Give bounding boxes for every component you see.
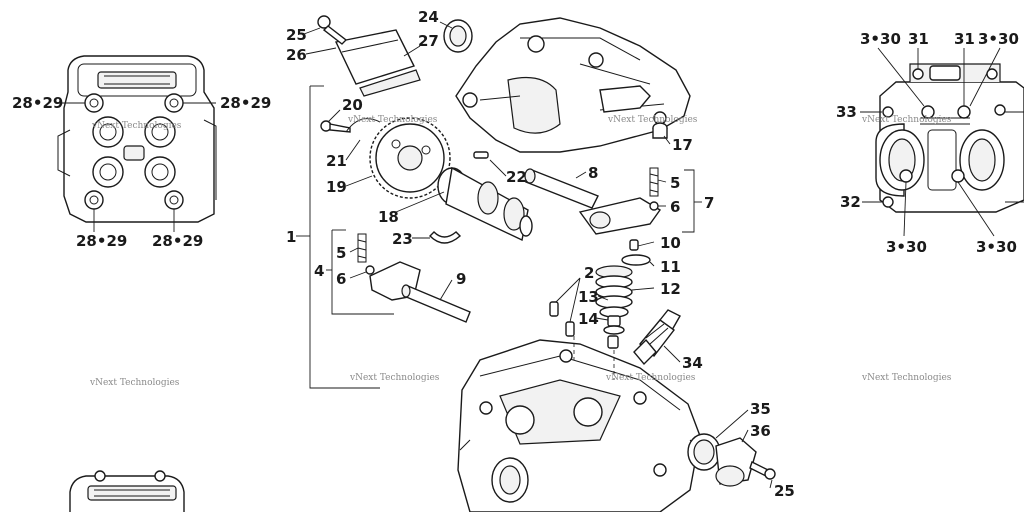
label-31-a: 31 [908, 30, 929, 48]
label-36: 36 [750, 422, 771, 440]
label-2: 2 [584, 264, 594, 282]
callout-group-top-right: 3•30 31 31 3•30 33 32 3•30 3•30 [836, 30, 1024, 256]
label-3-30-a: 3•30 [860, 30, 901, 48]
watermark-3: vNext Technologies [347, 115, 438, 125]
watermark-8: vNext Technologies [861, 373, 952, 383]
watermark-7: vNext Technologies [861, 115, 952, 125]
label-13: 13 [578, 288, 599, 306]
label-28-29-b: 28•29 [220, 94, 271, 112]
valve-cover-housing [455, 17, 691, 153]
label-3-30-d: 3•30 [976, 238, 1017, 256]
label-12: 12 [660, 280, 681, 298]
label-31-b: 31 [954, 30, 975, 48]
label-3-30-b: 3•30 [978, 30, 1019, 48]
label-4: 4 [314, 262, 324, 280]
intake-gasket-35 [687, 433, 721, 471]
label-10: 10 [660, 234, 681, 252]
label-33: 33 [836, 103, 857, 121]
rocker-arm-exhaust [578, 167, 662, 235]
cylinder-head [457, 336, 701, 512]
label-28-29-a: 28•29 [12, 94, 63, 112]
label-6-exhaust: 6 [670, 198, 680, 216]
watermark-1: vNext Technologies [91, 121, 182, 131]
rocker-shaft-9 [401, 284, 471, 323]
valve-train-stack [595, 239, 651, 349]
plug-17 [652, 122, 668, 139]
label-35: 35 [750, 400, 771, 418]
label-5-exhaust: 5 [670, 174, 680, 192]
label-7: 7 [704, 194, 714, 212]
label-25-lower: 25 [774, 482, 795, 500]
label-17: 17 [672, 136, 693, 154]
center-callout-labels: 25 26 24 27 20 21 19 22 18 23 8 5 6 7 1 … [286, 8, 795, 500]
cam-sprocket-19 [369, 117, 451, 199]
watermark-5: vNext Technologies [607, 115, 698, 125]
callout-group-top-left: 28•29 28•29 28•29 28•29 [12, 94, 271, 250]
label-24: 24 [418, 8, 439, 26]
label-27: 27 [418, 32, 439, 50]
c-ring-23 [429, 231, 462, 244]
label-20: 20 [342, 96, 363, 114]
label-11: 11 [660, 258, 681, 276]
label-26: 26 [286, 46, 307, 64]
watermark-6: vNext Technologies [605, 373, 696, 383]
head-partial-view-bottom-left [69, 470, 185, 512]
label-22: 22 [506, 168, 527, 186]
valve-cover-top-view-right [875, 63, 1024, 213]
bolt-20 [320, 118, 381, 133]
label-28-29-c: 28•29 [76, 232, 127, 250]
o-ring-24 [443, 19, 473, 53]
label-34: 34 [682, 354, 703, 372]
center-leader-lines [303, 21, 773, 489]
watermark-2: vNext Technologies [89, 378, 180, 388]
dowel-pins-2 [549, 301, 575, 337]
label-32: 32 [840, 193, 861, 211]
breather-cover-26 [317, 15, 421, 97]
label-5-intake: 5 [336, 244, 346, 262]
label-19: 19 [326, 178, 347, 196]
rocker-shaft-8 [524, 168, 599, 209]
bolt-25-lower [749, 461, 776, 480]
label-23: 23 [392, 230, 413, 248]
intake-elbow-36 [715, 437, 757, 487]
watermarks: vNext Technologies vNext Technologies vN… [89, 115, 952, 388]
dowel-pin-22 [473, 151, 489, 159]
label-3-30-c: 3•30 [886, 238, 927, 256]
label-21: 21 [326, 152, 347, 170]
label-6-intake: 6 [336, 270, 346, 288]
label-25-upper: 25 [286, 26, 307, 44]
label-28-29-d: 28•29 [152, 232, 203, 250]
label-9: 9 [456, 270, 466, 288]
camshaft-18 [437, 166, 533, 242]
head-top-view-left [57, 55, 217, 223]
spark-plug-34 [633, 309, 681, 366]
label-1: 1 [286, 228, 296, 246]
label-14: 14 [578, 310, 599, 328]
label-8: 8 [588, 164, 598, 182]
label-18: 18 [378, 208, 399, 226]
watermark-4: vNext Technologies [349, 373, 440, 383]
